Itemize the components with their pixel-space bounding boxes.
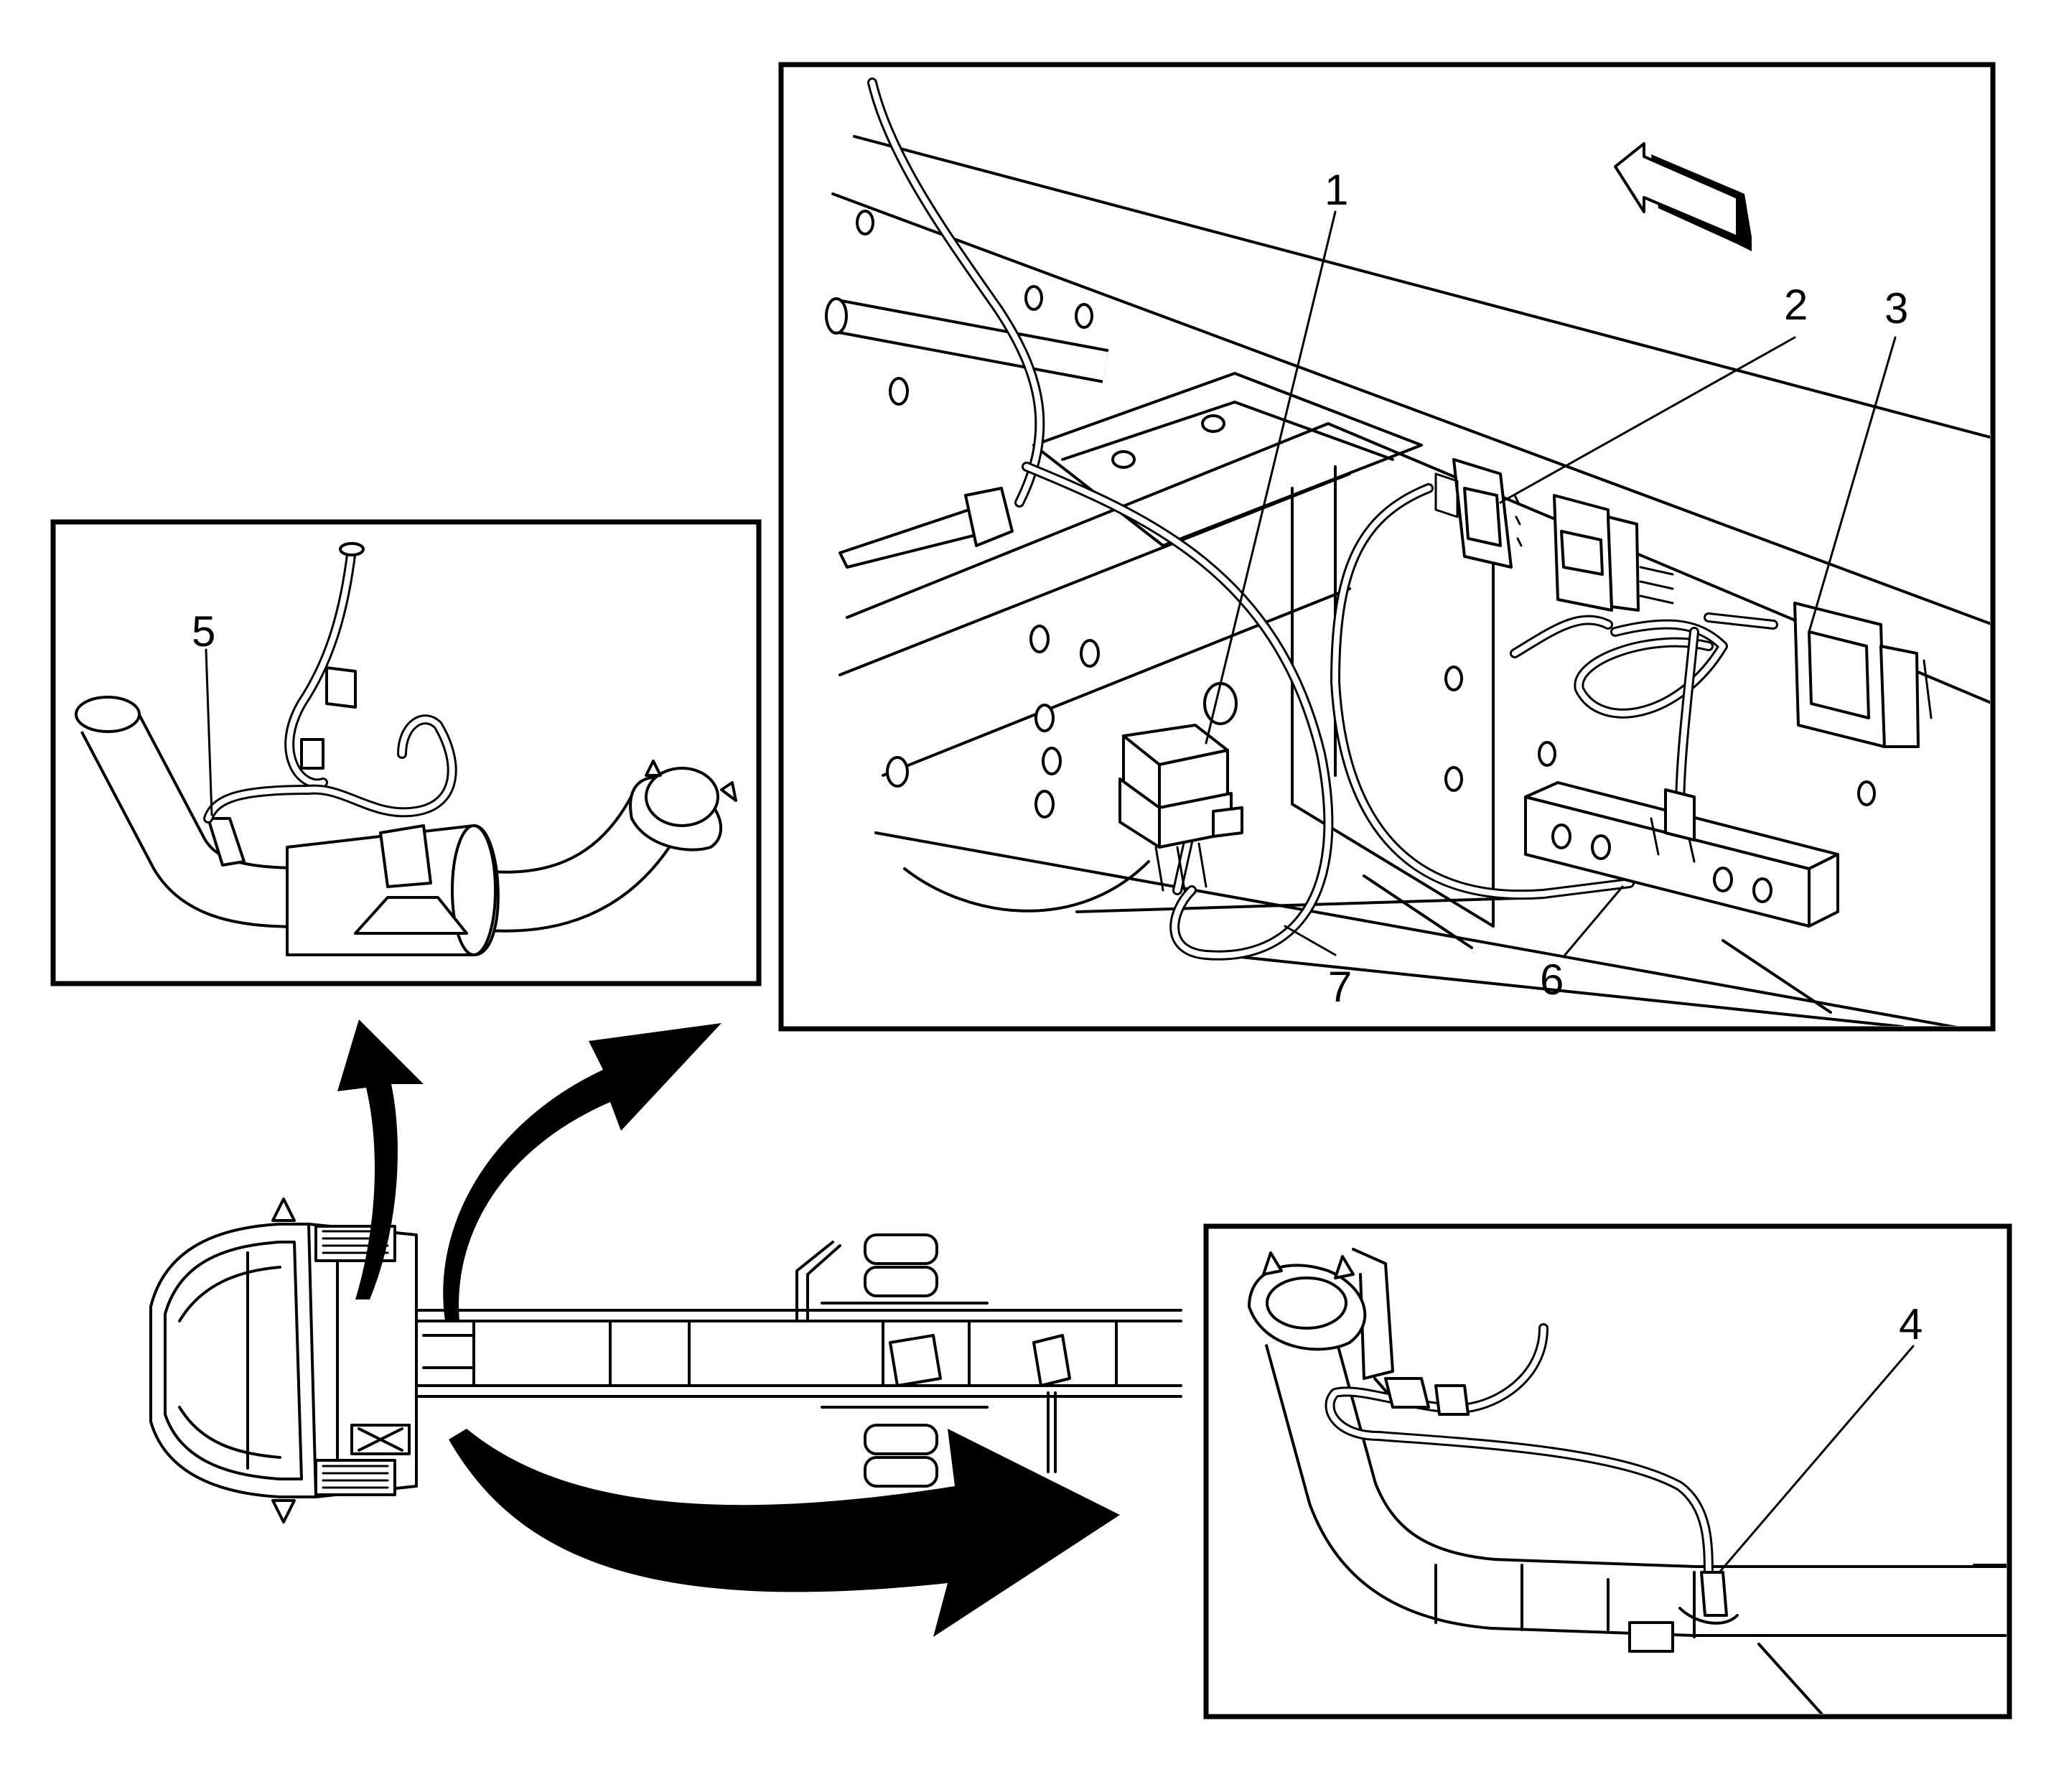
leader-line-7 [1284, 925, 1337, 956]
cab-steps [314, 1225, 396, 1496]
frame-holes [856, 210, 1876, 818]
wiring-harness-7 [867, 78, 1778, 961]
exhaust-downpipe-sensor-view: 5 [50, 519, 762, 986]
rear-tires [821, 1233, 1057, 1488]
frame-tube [825, 297, 1109, 569]
vehicle-chassis-overview [149, 1019, 1182, 1637]
callout-5: 5 [192, 607, 215, 655]
frame-rail-connector-view: 1 2 3 7 6 [778, 62, 1996, 1032]
callout-arrow-icon [337, 1019, 1120, 1637]
leader-line-6 [1564, 885, 1624, 956]
leader-line-1 [1205, 210, 1337, 745]
exhaust-pipe-sensor-view: 4 [1203, 1223, 2012, 1719]
leader-line-5 [205, 648, 213, 816]
callout-7: 7 [1328, 963, 1352, 1011]
leader-line-4 [1718, 1345, 1915, 1574]
connector-3 [1793, 602, 1933, 748]
frame-rails [350, 1241, 1182, 1455]
terminal-block-6 [1524, 781, 1839, 928]
callout-1: 1 [1325, 166, 1348, 214]
relay-1 [1118, 724, 1243, 892]
callout-4: 4 [1899, 1300, 1923, 1348]
callout-2: 2 [1784, 281, 1808, 329]
forward-direction-arrow-icon [1614, 142, 1752, 251]
connector-2 [1434, 458, 1523, 569]
callout-6: 6 [1540, 956, 1564, 1004]
leader-line-3 [1808, 336, 1897, 633]
leader-line-2 [1499, 336, 1796, 504]
connector-block [1553, 494, 1674, 612]
callout-3: 3 [1884, 284, 1908, 332]
